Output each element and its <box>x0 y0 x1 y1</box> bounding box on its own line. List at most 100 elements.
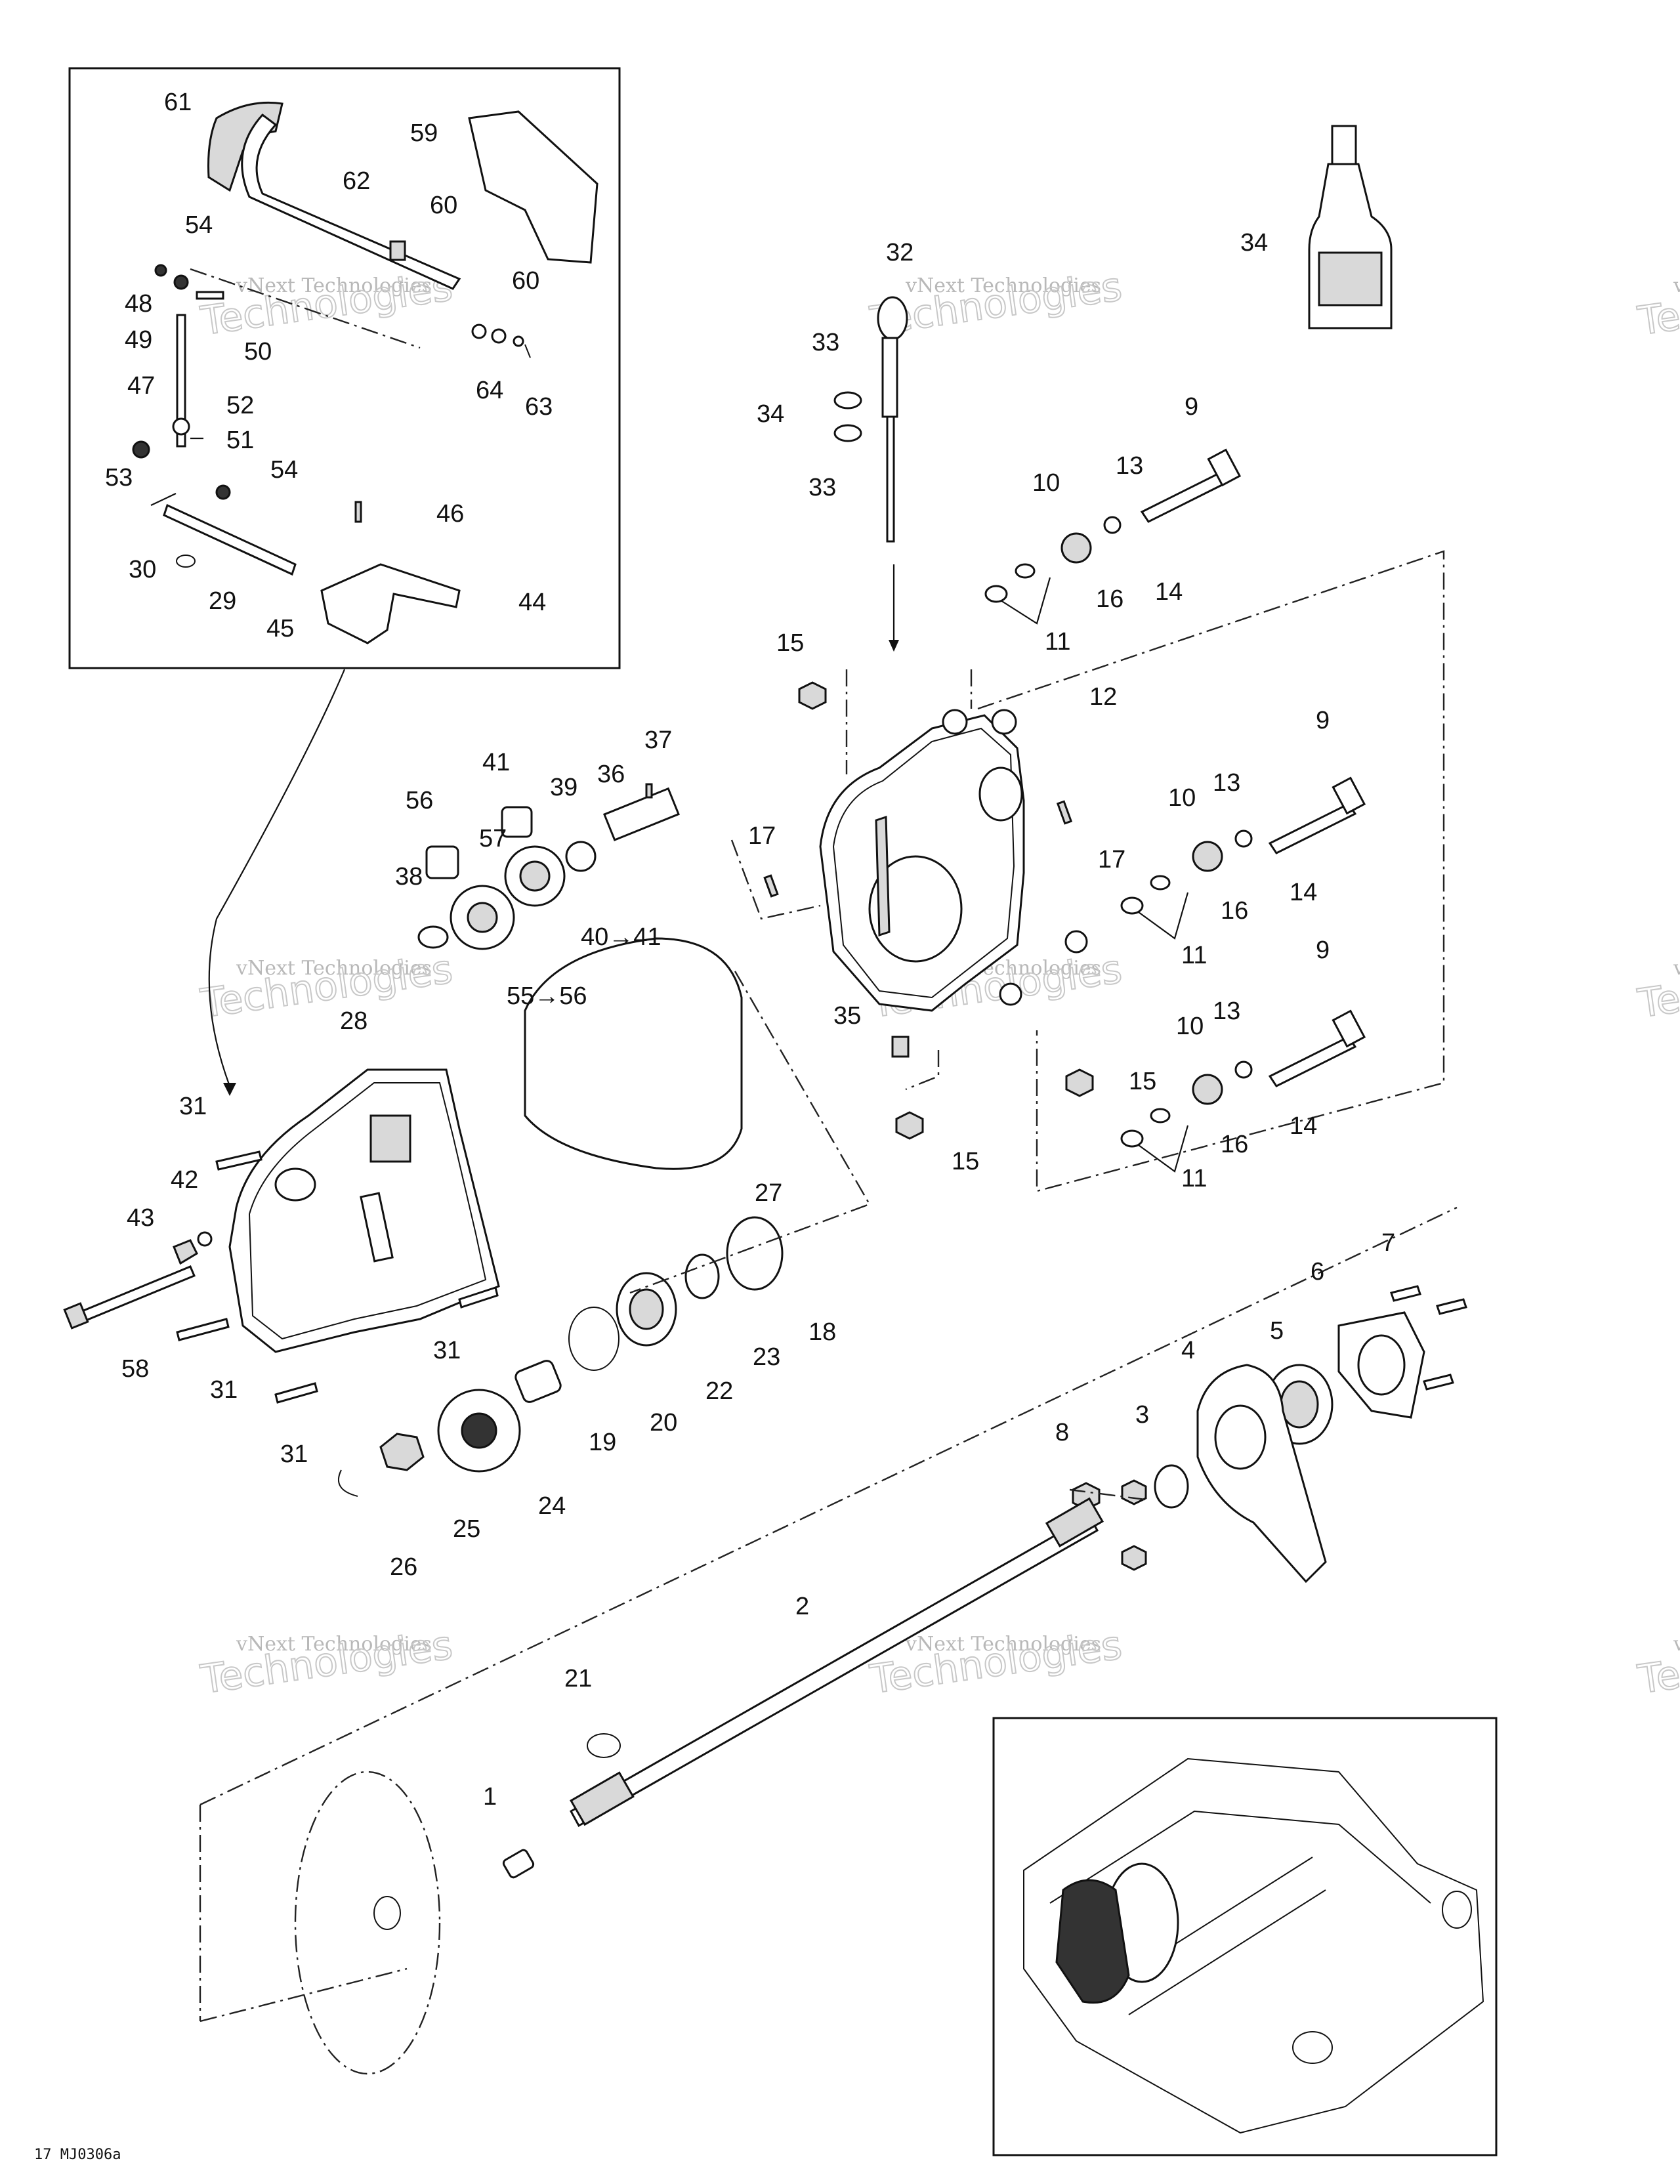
mount-ear <box>999 982 1022 1006</box>
o-ring <box>833 391 862 410</box>
nut-15 <box>1065 1068 1094 1097</box>
callout-label: 9 <box>1316 936 1330 964</box>
washer-11 <box>1015 563 1036 579</box>
washer-part <box>491 328 507 344</box>
callout-label: 10 <box>1032 469 1060 497</box>
washer-39 <box>565 841 597 872</box>
washer-13 <box>1103 516 1122 534</box>
upper-shaft <box>602 787 680 841</box>
ball-joint <box>173 274 189 290</box>
chassis-edge <box>1049 1810 1431 1904</box>
cotter-pin <box>524 344 531 358</box>
inset-frame <box>68 67 621 669</box>
callout-label: 60 <box>430 192 457 219</box>
ring-3 <box>1154 1464 1189 1509</box>
support-bracket <box>468 110 598 264</box>
assembly-line <box>905 1050 940 1091</box>
callout-label: 10 <box>1168 784 1196 812</box>
washer-13 <box>1234 1060 1253 1079</box>
bolt-31 <box>215 1150 262 1171</box>
callout-label: 38 <box>395 863 423 891</box>
callout-label: 26 <box>390 1553 417 1581</box>
callout-label: 45 <box>266 615 294 642</box>
circlip-20 <box>568 1307 620 1371</box>
o-ring <box>176 555 196 568</box>
chaincase-cover <box>228 1068 500 1353</box>
chassis-outline <box>1023 1757 1484 2134</box>
spring-bushing <box>389 240 406 261</box>
callout-label: 35 <box>833 1002 861 1030</box>
bolt-head <box>1332 776 1366 815</box>
callout-label: 46 <box>436 500 464 528</box>
circlip-21 <box>587 1733 621 1758</box>
callout-label: 27 <box>755 1179 782 1207</box>
callout-label: 31 <box>179 1093 207 1120</box>
housing-rib <box>875 815 891 937</box>
needle-bearing-56 <box>425 845 459 879</box>
bottle-cap <box>1331 125 1357 167</box>
mount-ear <box>942 709 968 735</box>
callout-label: 11 <box>1181 1165 1207 1192</box>
mount-ear <box>1064 930 1088 954</box>
assembly-line <box>730 839 821 920</box>
spacer-23 <box>684 1253 720 1299</box>
bushing-19 <box>514 1360 562 1403</box>
callout-label: 57 <box>479 825 507 852</box>
castle-nut-25 <box>379 1433 425 1471</box>
bolt-7 <box>1390 1285 1421 1302</box>
bolt-part <box>196 291 224 300</box>
nut-8 <box>1121 1545 1147 1571</box>
callout-label: 25 <box>453 1515 480 1543</box>
nut-part <box>215 484 231 500</box>
callout-label: 18 <box>808 1318 836 1346</box>
housing-flange <box>832 727 1015 999</box>
dowel-pin <box>763 874 779 898</box>
shift-linkage-inset <box>68 67 621 669</box>
chaincase-housing <box>819 709 1088 1012</box>
callout-label: 15 <box>776 629 804 657</box>
callout-label: 49 <box>125 326 152 354</box>
bolt-set-bottom <box>1120 1009 1366 1173</box>
callout-label: 4 <box>1181 1337 1195 1364</box>
cover-window <box>360 1192 394 1263</box>
callout-label: 62 <box>343 167 370 195</box>
callout-label: 28 <box>340 1007 368 1035</box>
drawing-reference-code: 17 MJ0306a <box>34 2147 121 2163</box>
watermark-text: vNext Technologies <box>1673 274 1680 297</box>
callout-label: 42 <box>171 1166 198 1194</box>
callout-label: 59 <box>410 119 438 147</box>
bolt-set-top <box>984 448 1242 625</box>
callout-label: 41 <box>482 749 510 776</box>
locator-frame <box>992 1717 1498 2156</box>
callout-label: 9 <box>1185 393 1198 421</box>
callout-label: 44 <box>518 589 546 616</box>
chassis-hole <box>1442 1891 1472 1929</box>
drive-chain <box>524 937 743 1170</box>
key-pin <box>645 783 653 799</box>
nut-15 <box>798 681 827 710</box>
callout-label: 9 <box>1316 707 1330 734</box>
bolt-7 <box>1423 1374 1454 1391</box>
callout-label: 47 <box>127 372 155 400</box>
callout-label: 1 <box>483 1783 497 1811</box>
callout-label: 5 <box>1270 1317 1284 1345</box>
callout-label: 51 <box>226 427 254 454</box>
disc-hub <box>373 1896 401 1930</box>
callout-label: 30 <box>129 556 156 583</box>
dipstick-assembly <box>833 296 908 652</box>
callout-label: 55→56 <box>507 982 587 1010</box>
callout-label: 63 <box>525 393 553 421</box>
sprocket-spline <box>461 1412 497 1449</box>
callout-label: 11 <box>1181 942 1207 969</box>
callout-label: 13 <box>1213 769 1240 797</box>
bolt-head <box>1207 448 1242 487</box>
callout-label: 16 <box>1096 585 1124 613</box>
bolt-58 <box>77 1265 196 1323</box>
bolt-9 <box>1140 471 1229 523</box>
watermark-text: vNext Technologies <box>236 957 432 980</box>
drain-plug <box>891 1036 910 1058</box>
callout-label: 36 <box>597 761 625 788</box>
callout-label: 52 <box>226 392 254 419</box>
callout-label: 15 <box>1129 1068 1156 1095</box>
